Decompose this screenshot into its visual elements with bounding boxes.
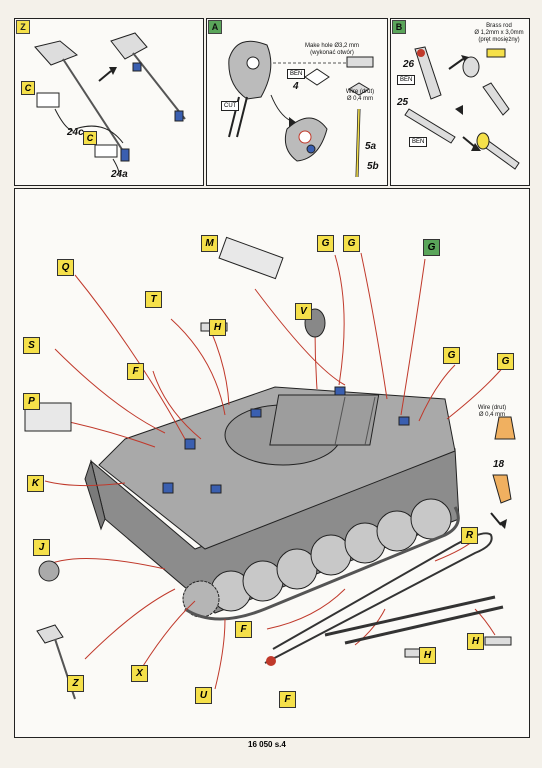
panel-a-step-4: 4 — [293, 81, 299, 92]
part-q: Q — [57, 259, 74, 276]
part-m: M — [201, 235, 218, 252]
part-g-1: G — [317, 235, 334, 252]
part-f-1: F — [127, 363, 144, 380]
part-s: S — [23, 337, 40, 354]
panel-a-wire-note: Wire (drut) Ø 0,4 mm — [345, 89, 375, 102]
panel-b-tag: B — [392, 20, 406, 34]
part-f-2: F — [235, 621, 252, 638]
panel-b-ben-label-1: BEN — [397, 75, 416, 85]
part-t: T — [145, 291, 162, 308]
part-g-4: G — [497, 353, 514, 370]
tank-drawing — [24, 236, 516, 700]
panel-b-drawing — [404, 46, 520, 170]
part-r: R — [461, 527, 478, 544]
panel-z-part-c1: C — [21, 81, 35, 95]
part-v: V — [295, 303, 312, 320]
part-z: Z — [67, 675, 84, 692]
page-number: 16 050 s.4 — [248, 740, 286, 749]
panel-b-step-25: 25 — [397, 97, 409, 108]
part-g-3: G — [443, 347, 460, 364]
panel-z-part-24c: 24c — [67, 127, 84, 138]
part-g-green: G — [423, 239, 440, 256]
part-h-2: H — [419, 647, 436, 664]
part-u: U — [195, 687, 212, 704]
panel-a-drawing — [228, 40, 374, 178]
panel-z-part-c2: C — [83, 131, 97, 145]
panel-z-part-24a: 24a — [111, 169, 128, 180]
panel-a-drill-note: Make hole Ø3,2 mm (wykonać otwór) — [304, 43, 360, 56]
part-x: X — [131, 665, 148, 682]
panel-main: M G G G Q T H V S F G G P K J R F H H Z … — [14, 188, 530, 738]
panel-a-step-5b: 5b — [367, 161, 379, 172]
part-h-3: H — [467, 633, 484, 650]
part-g-2: G — [343, 235, 360, 252]
panel-b-step-26: 26 — [403, 59, 415, 70]
main-step-18: 18 — [493, 459, 505, 470]
panel-a-ben-label: BEN — [287, 69, 306, 79]
part-j: J — [33, 539, 50, 556]
part-p: P — [23, 393, 40, 410]
panel-b: B Brass rod Ø 1,2mm x 3,0mm (pręt mosięż… — [390, 18, 530, 186]
panel-b-ben-label-2: BEN — [409, 137, 428, 147]
part-f-3: F — [279, 691, 296, 708]
panel-z-drawing — [34, 32, 186, 175]
part-k: K — [27, 475, 44, 492]
panel-a-cut-label: CUT — [221, 101, 240, 111]
part-h-1: H — [209, 319, 226, 336]
panel-a: A Make hole Ø3,2 mm (wykonać otwór) BEN … — [206, 18, 388, 186]
panel-z: Z C 24c C 24a — [14, 18, 204, 186]
panel-a-tag: A — [208, 20, 222, 34]
panel-b-brass-note: Brass rod Ø 1,2mm x 3,0mm (pręt mosiężny… — [474, 23, 524, 43]
panel-z-tag: Z — [16, 20, 30, 34]
panel-a-step-5a: 5a — [365, 141, 377, 152]
main-wire-note: Wire (drut) Ø 0,4 mm — [477, 405, 507, 418]
